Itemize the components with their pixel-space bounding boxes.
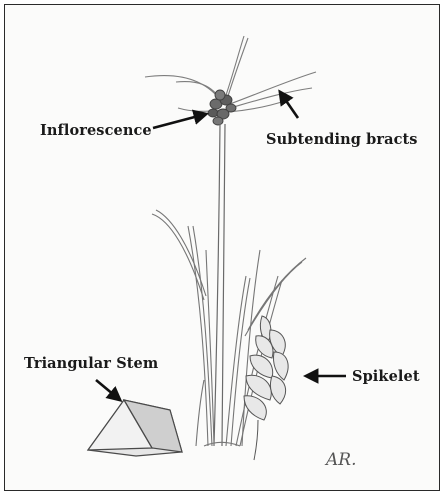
basal-leaves: [152, 210, 306, 446]
bracts-arrow: [280, 92, 298, 118]
label-subtending-bracts: Subtending bracts: [266, 131, 418, 148]
stem-arrow: [96, 380, 120, 400]
label-spikelet: Spikelet: [352, 368, 420, 385]
triangular-stem-section: [88, 400, 182, 456]
label-triangular-stem: Triangular Stem: [24, 355, 158, 372]
inflorescence-cluster: [208, 90, 236, 125]
inflorescence-arrow: [153, 114, 206, 128]
spikelet-drawing: [244, 316, 288, 460]
main-stem: [214, 124, 225, 446]
artist-signature: AR.: [326, 450, 356, 470]
label-inflorescence: Inflorescence: [40, 122, 152, 139]
